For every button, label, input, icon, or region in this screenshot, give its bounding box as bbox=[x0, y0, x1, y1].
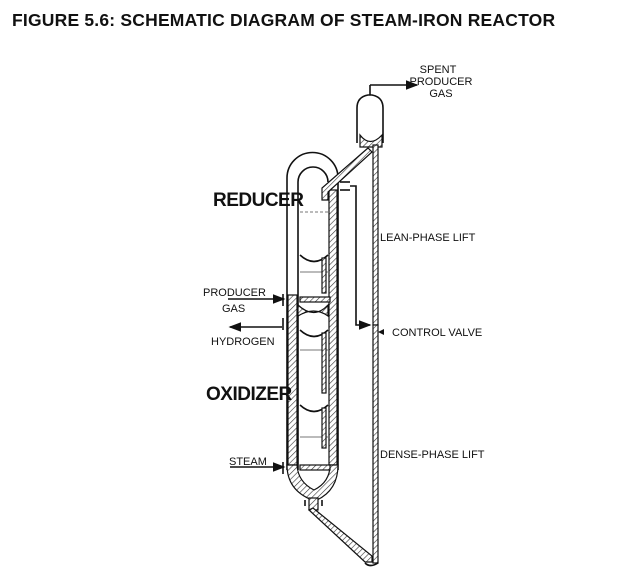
label-hydrogen: HYDROGEN bbox=[211, 336, 275, 348]
label-lean-phase-lift: LEAN-PHASE LIFT bbox=[380, 232, 476, 244]
label-spent-gas: GAS bbox=[429, 88, 452, 100]
label-spent: SPENT bbox=[420, 64, 457, 76]
reactor-vessel bbox=[282, 147, 373, 511]
label-oxidizer: OXIDIZER bbox=[206, 384, 293, 405]
control-valve-icon bbox=[378, 329, 384, 335]
label-producer-gas: PRODUCER bbox=[203, 287, 266, 299]
label-producer-gas-2: GAS bbox=[222, 303, 245, 315]
lean-phase-gas-line bbox=[350, 185, 372, 330]
label-reducer: REDUCER bbox=[213, 190, 304, 211]
label-spent-producer: PRODUCER bbox=[410, 76, 473, 88]
label-dense-phase-lift: DENSE-PHASE LIFT bbox=[380, 449, 485, 461]
label-control-valve: CONTROL VALVE bbox=[392, 327, 482, 339]
figure-title: FIGURE 5.6: SCHEMATIC DIAGRAM OF STEAM-I… bbox=[12, 10, 556, 30]
top-hopper bbox=[356, 85, 384, 148]
label-steam: STEAM bbox=[229, 456, 267, 468]
lift-pipe bbox=[307, 144, 379, 567]
